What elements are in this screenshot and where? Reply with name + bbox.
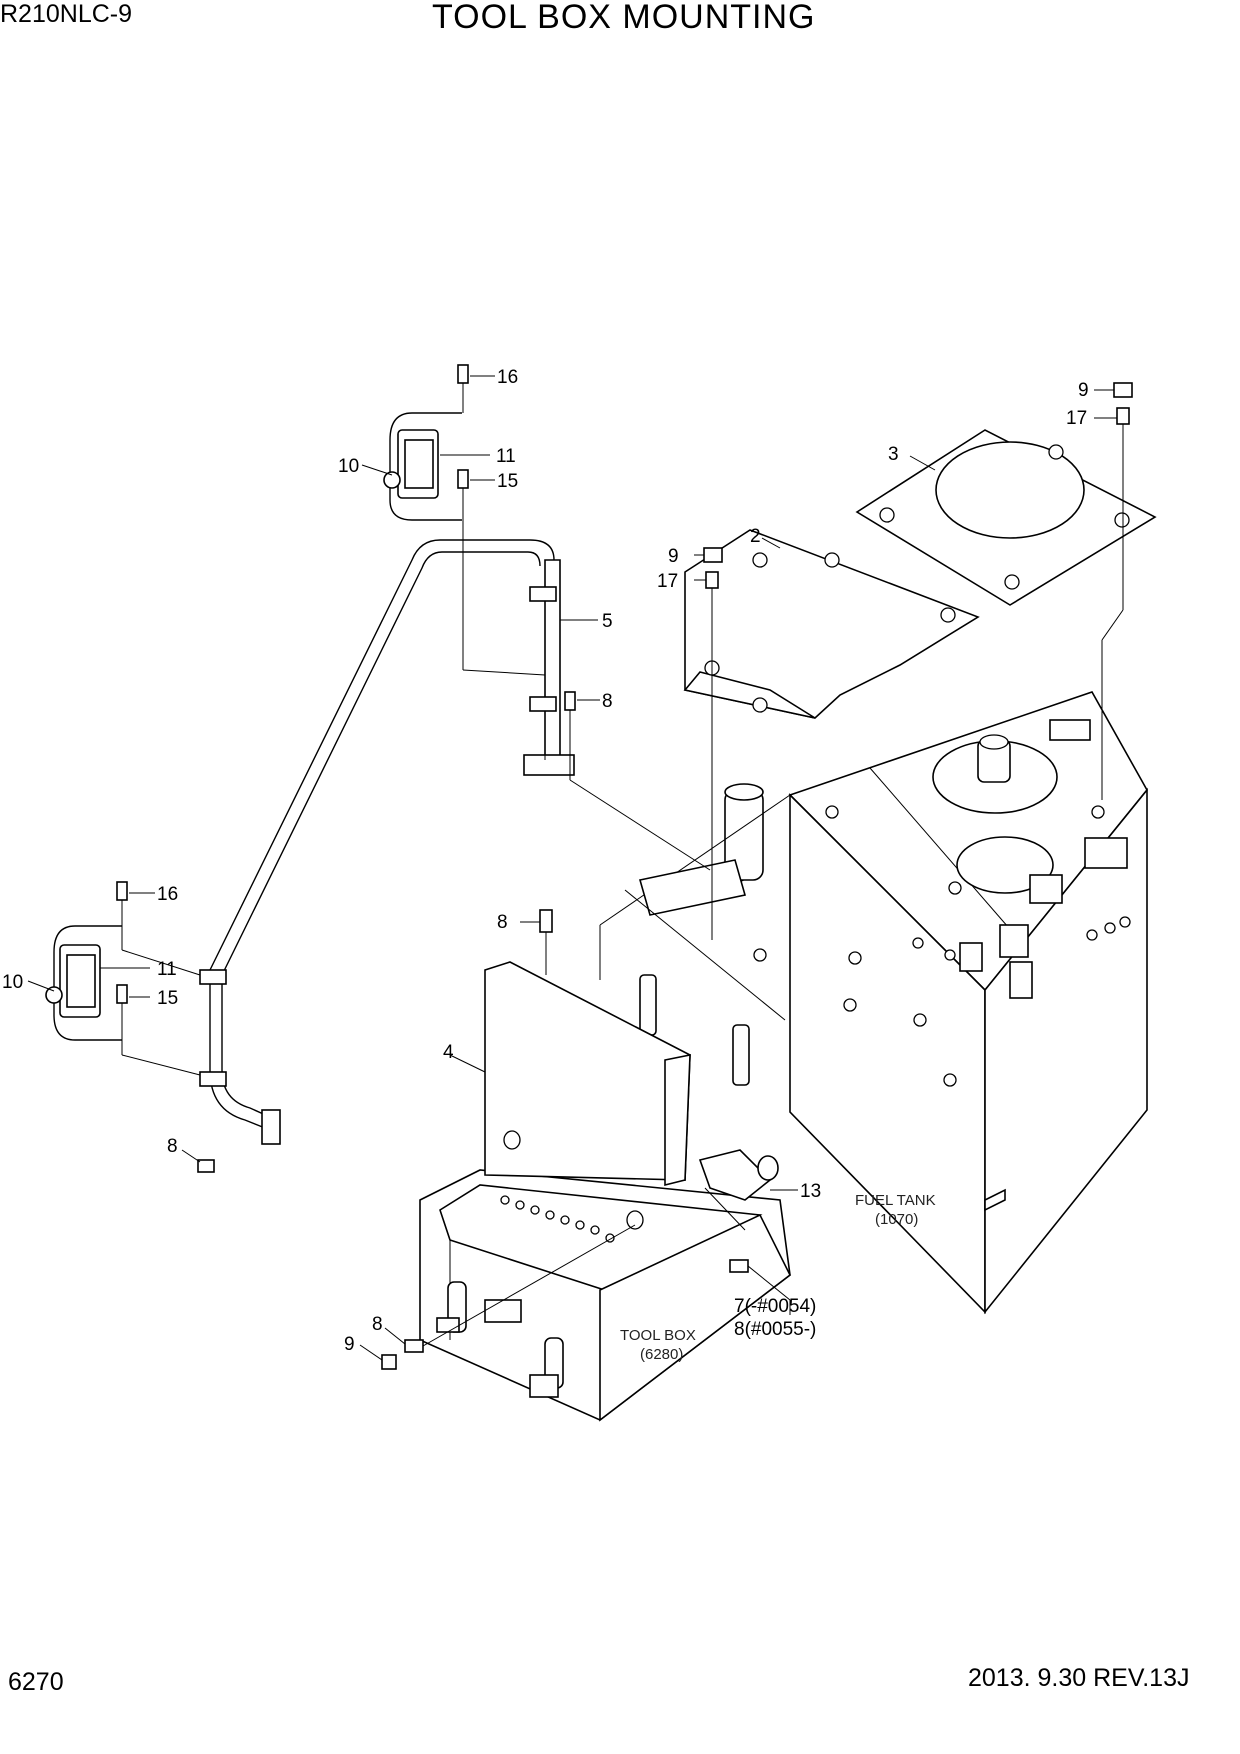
callout-8-cover: 8 (497, 912, 508, 933)
callout-8-bottom: 8 (167, 1136, 178, 1157)
callout-8-serial: 8(#0055-) (734, 1319, 816, 1340)
callout-3: 3 (888, 444, 899, 465)
callout-9-box: 9 (344, 1334, 355, 1355)
bolt-serial (729, 1259, 749, 1273)
callout-17-plate2: 17 (657, 571, 678, 592)
callout-8-box: 8 (372, 1314, 383, 1335)
bracket-13 (698, 1149, 779, 1231)
nut-9-plate3 (1113, 382, 1133, 398)
callout-5: 5 (602, 611, 613, 632)
washer-17-plate3 (1116, 407, 1130, 520)
callout-16-top: 16 (497, 367, 518, 388)
bolt-8-box (404, 1339, 424, 1353)
callout-4: 4 (443, 1042, 454, 1063)
bolt-15-top (457, 469, 469, 520)
mirror-stay (199, 539, 575, 1145)
callout-15-top: 15 (497, 471, 518, 492)
tool-box-ref: (6280) (640, 1346, 683, 1363)
plate-3 (855, 429, 1157, 606)
callout-15-left: 15 (157, 988, 178, 1009)
callout-11-top: 11 (496, 446, 516, 467)
callout-7: 7(-#0054) (734, 1296, 816, 1317)
revision-date: 2013. 9.30 REV.13J (968, 1664, 1190, 1692)
callout-2: 2 (750, 526, 761, 547)
callout-11-left: 11 (157, 959, 177, 980)
callout-17-plate3: 17 (1066, 408, 1087, 429)
tool-box-cover (484, 961, 691, 1230)
bolt-8-pole (564, 691, 576, 752)
bolt-16-left (116, 881, 128, 926)
nut-9-plate2 (703, 547, 723, 563)
callout-10-top: 10 (338, 456, 359, 477)
nut-9-box (381, 1354, 397, 1370)
model-code: R210NLC-9 (0, 0, 133, 28)
leader-lines (27, 375, 1124, 1361)
mirror-top (383, 412, 462, 521)
callout-10-left: 10 (2, 972, 23, 993)
callout-13: 13 (800, 1181, 821, 1202)
fuel-tank (599, 691, 1148, 1315)
plate-2 (683, 529, 980, 719)
tool-box (419, 1169, 792, 1422)
callout-9-plate3: 9 (1078, 380, 1089, 401)
mirror-left (45, 925, 122, 1041)
tool-box-caption: TOOL BOX (620, 1327, 696, 1344)
fuel-tank-caption: FUEL TANK (855, 1192, 936, 1209)
bolt-8-bottom (197, 1159, 215, 1173)
bolt-8-cover (539, 909, 553, 975)
callout-8-pole: 8 (602, 691, 613, 712)
fuel-tank-ref: (1070) (875, 1211, 918, 1228)
bolt-16-top (457, 364, 469, 413)
callout-9-plate2: 9 (668, 546, 679, 567)
bolt-15-left (116, 984, 128, 1040)
page-number: 6270 (8, 1668, 64, 1696)
callout-16-left: 16 (157, 884, 178, 905)
washer-17-plate2 (705, 571, 719, 940)
page-title: TOOL BOX MOUNTING (432, 0, 816, 36)
